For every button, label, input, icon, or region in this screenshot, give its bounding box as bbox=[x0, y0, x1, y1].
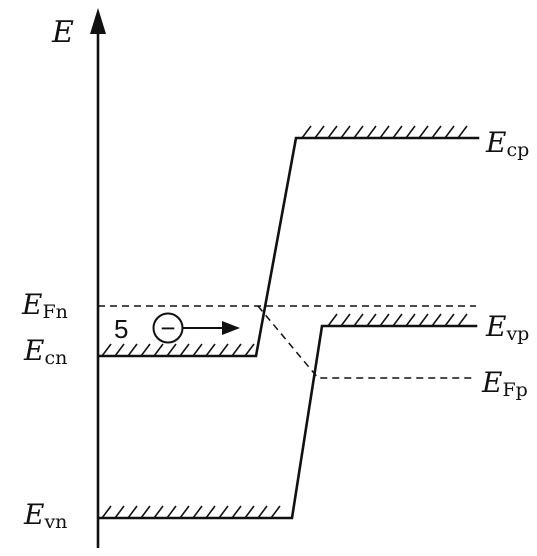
energy-axis: E bbox=[51, 8, 106, 548]
hatch-mark bbox=[205, 343, 216, 357]
conduction-band bbox=[98, 125, 480, 358]
hatch-mark bbox=[244, 505, 255, 519]
hatch-mark bbox=[457, 313, 468, 327]
hatch-mark bbox=[418, 125, 429, 139]
hatch-mark bbox=[127, 343, 138, 357]
hatch-mark bbox=[366, 313, 377, 327]
hatch-mark bbox=[218, 343, 229, 357]
label-e-fn: EFn bbox=[21, 288, 68, 323]
hatch-mark bbox=[101, 343, 112, 357]
hatch-mark bbox=[244, 343, 255, 357]
hatch-mark bbox=[379, 125, 390, 139]
hatch-mark bbox=[192, 505, 203, 519]
energy-axis-label: E bbox=[51, 15, 74, 50]
electron-marker: 5 − bbox=[114, 312, 240, 344]
hatch-mark bbox=[405, 313, 416, 327]
hatch-mark bbox=[205, 505, 216, 519]
label-e-vp: Evp bbox=[485, 310, 529, 345]
hatch-mark bbox=[327, 313, 338, 327]
electron-arrow-head bbox=[222, 321, 240, 335]
hatch-mark bbox=[392, 125, 403, 139]
hatch-mark bbox=[301, 125, 312, 139]
hatch-mark bbox=[431, 313, 442, 327]
hatch-mark bbox=[418, 313, 429, 327]
valence-band-n-hatching bbox=[101, 505, 281, 519]
hatch-mark bbox=[431, 125, 442, 139]
hatch-mark bbox=[340, 125, 351, 139]
valence-band bbox=[98, 313, 478, 520]
hatch-mark bbox=[379, 313, 390, 327]
label-e-fp: EFp bbox=[481, 366, 528, 401]
hatch-mark bbox=[114, 343, 125, 357]
hatch-mark bbox=[192, 343, 203, 357]
hatch-mark bbox=[366, 125, 377, 139]
conduction-band-edge bbox=[98, 136, 480, 358]
hatch-mark bbox=[153, 505, 164, 519]
electron-number: 5 bbox=[114, 314, 128, 344]
fermi-level-p-line bbox=[257, 305, 476, 379]
label-e-vn: Evn bbox=[23, 498, 67, 533]
valence-band-edge bbox=[98, 324, 478, 520]
hatch-mark bbox=[114, 505, 125, 519]
hatch-mark bbox=[231, 505, 242, 519]
conduction-band-p-hatching bbox=[301, 125, 468, 139]
hatch-mark bbox=[392, 313, 403, 327]
hatch-mark bbox=[179, 505, 190, 519]
valence-band-p-hatching bbox=[327, 313, 468, 327]
hatch-mark bbox=[231, 343, 242, 357]
hatch-mark bbox=[444, 125, 455, 139]
conduction-band-n-hatching bbox=[101, 343, 255, 357]
hatch-mark bbox=[140, 343, 151, 357]
hatch-mark bbox=[166, 343, 177, 357]
hatch-mark bbox=[327, 125, 338, 139]
hatch-mark bbox=[166, 505, 177, 519]
hatch-mark bbox=[140, 505, 151, 519]
hatch-mark bbox=[314, 125, 325, 139]
hatch-mark bbox=[340, 313, 351, 327]
hatch-mark bbox=[405, 125, 416, 139]
hatch-mark bbox=[179, 343, 190, 357]
hatch-mark bbox=[153, 343, 164, 357]
hatch-mark bbox=[353, 313, 364, 327]
label-e-cp: Ecp bbox=[485, 126, 529, 161]
label-e-cn: Ecn bbox=[23, 334, 67, 369]
electron-circle bbox=[152, 312, 184, 344]
hatch-mark bbox=[257, 505, 268, 519]
hatch-mark bbox=[218, 505, 229, 519]
hatch-mark bbox=[127, 505, 138, 519]
energy-axis-arrowhead bbox=[90, 8, 106, 34]
electron-charge-symbol: − bbox=[160, 313, 175, 343]
hatch-mark bbox=[101, 505, 112, 519]
hatch-mark bbox=[353, 125, 364, 139]
hatch-mark bbox=[270, 505, 281, 519]
hatch-mark bbox=[457, 125, 468, 139]
hatch-mark bbox=[444, 313, 455, 327]
